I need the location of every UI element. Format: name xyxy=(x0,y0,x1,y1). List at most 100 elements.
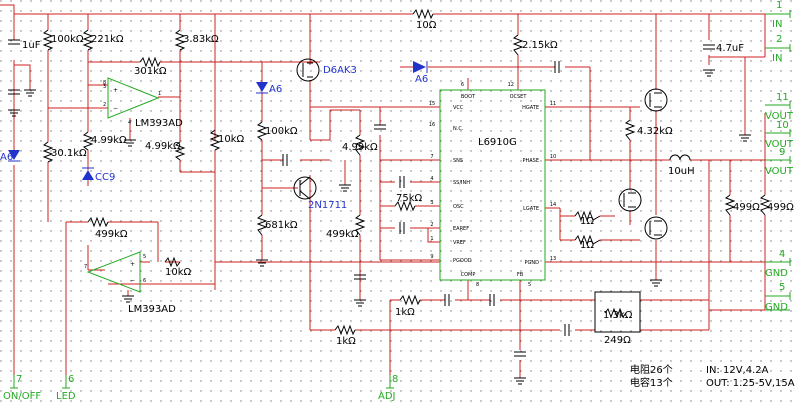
terminal-vout-9: 9 VOUT xyxy=(765,147,794,177)
ic-pin-name: COMP xyxy=(461,272,476,278)
ic-pin-num: 6 xyxy=(461,82,464,88)
ic-pin-name: OCSET xyxy=(510,94,528,100)
component-labels: 1uF 100kΩ 221kΩ 3.83kΩ 301kΩ 4.99kΩ 4.99… xyxy=(22,20,794,347)
diodes xyxy=(8,61,428,186)
ic-pin-num: 14 xyxy=(550,202,556,208)
label-r-75k: 75kΩ xyxy=(396,193,423,204)
ic-pin-num: 4 xyxy=(430,176,433,182)
comparator-1: LM393AD + − 8 3 2 1 4 xyxy=(103,77,183,129)
label-r-499k-a: 4.99kΩ xyxy=(91,135,127,146)
label-r-681k: 681kΩ xyxy=(265,220,298,231)
svg-text:VOUT: VOUT xyxy=(765,166,794,177)
capacitors xyxy=(8,39,715,357)
svg-text:11: 11 xyxy=(776,92,789,103)
label-r-499-b: 499Ω xyxy=(767,202,794,213)
part-labels: D6AK3 A6 A6 A6 CC9 2N1711 xyxy=(0,65,428,211)
ic-pin-name: LGATE xyxy=(523,206,539,212)
svg-text:5: 5 xyxy=(779,282,785,293)
ic-pin-name: PGND xyxy=(525,260,540,266)
terminal-gnd-4: 4 GND xyxy=(765,249,791,279)
label-r-499k-c: 4.99kΩ xyxy=(342,142,378,153)
svg-text:GND: GND xyxy=(765,268,788,279)
label-r-13k: 1.3kΩ xyxy=(603,310,633,321)
label-c-47: 4.7uF xyxy=(716,43,744,54)
svg-text:5: 5 xyxy=(143,254,146,260)
ic-pin-name: HGATE xyxy=(522,105,539,111)
terminal-in-2: 2 IN xyxy=(765,34,791,64)
svg-text:2: 2 xyxy=(776,34,782,45)
ic-pin-name: OSC xyxy=(453,204,464,210)
ic-pin-num: 3 xyxy=(430,200,433,206)
mosfet-low-1 xyxy=(618,188,642,212)
diode-a6-mid xyxy=(256,62,268,94)
label-r-499k-big: 499kΩ xyxy=(326,229,359,240)
terminal-led: 6 LED xyxy=(56,374,76,402)
label-r-221k: 221kΩ xyxy=(91,34,124,45)
ic-pin-group: 15VCC16N.C.7SNS4SS/INH3OSC2EAREF1VREF9PG… xyxy=(429,82,556,288)
svg-text:8: 8 xyxy=(103,80,106,86)
inductor xyxy=(669,154,691,161)
label-r-1k-b: 1kΩ xyxy=(336,336,356,347)
label-r-215k: 2.15kΩ xyxy=(522,40,558,51)
svg-text:VOUT: VOUT xyxy=(765,111,794,122)
label-r-499k-fb: 499kΩ xyxy=(95,229,128,240)
ic-pin-name: BOOT xyxy=(461,94,476,100)
ic-pin-num: 1 xyxy=(430,236,433,242)
mosfet-top xyxy=(296,58,320,82)
svg-text:LED: LED xyxy=(56,391,76,402)
terminal-in-1: 1 IN xyxy=(765,0,791,30)
ic-pin-num: 12 xyxy=(508,82,514,88)
svg-text:+: + xyxy=(113,87,118,94)
svg-text:1: 1 xyxy=(158,91,161,97)
diode-a6-left xyxy=(8,150,20,162)
diode-a6-boot xyxy=(413,61,428,73)
comparator-2-label: LM393AD xyxy=(128,304,176,315)
ic-pin-name: PHASE xyxy=(522,158,539,164)
svg-text:VOUT: VOUT xyxy=(765,139,794,150)
ic-pin-name: SS/INH xyxy=(453,180,470,186)
svg-text:4: 4 xyxy=(779,249,785,260)
ic-pin-name: VREF xyxy=(453,240,466,246)
ic-pin-name: EAREF xyxy=(453,226,469,232)
ic-pin-num: 2 xyxy=(430,222,433,228)
label-r-100k-a: 100kΩ xyxy=(51,34,84,45)
svg-text:2: 2 xyxy=(103,102,106,108)
label-r-301k-b: 30.1kΩ xyxy=(51,148,87,159)
label-mosfet-top: D6AK3 xyxy=(323,65,357,76)
notes: 电阻26个 电容13个 IN: 12V,4.2A OUT: 1.25-5V,15… xyxy=(630,363,795,389)
terminals: 1 IN 2 IN 11 VOUT 10 VOUT 9 VOUT xyxy=(3,0,794,402)
ic-pin-num: 10 xyxy=(550,154,556,160)
svg-text:ON/OFF: ON/OFF xyxy=(3,391,41,402)
label-diode-a6-3: A6 xyxy=(415,74,428,85)
ic-pin-num: 9 xyxy=(430,254,433,260)
label-r-249: 249Ω xyxy=(604,335,631,346)
note-resistor-count: 电阻26个 xyxy=(630,363,673,376)
mosfet-high xyxy=(644,88,668,112)
ic-l6910g: L6910G 15VCC16N.C.7SNS4SS/INH3OSC2EAREF1… xyxy=(429,82,556,288)
label-diode-cc9: CC9 xyxy=(95,172,115,183)
label-r-1k-a: 1kΩ xyxy=(395,307,415,318)
terminal-vout-11: 11 VOUT xyxy=(765,92,794,122)
svg-text:IN: IN xyxy=(772,19,782,30)
label-r-100k-b: 100kΩ xyxy=(265,126,298,137)
svg-text:6: 6 xyxy=(143,278,146,284)
resistors xyxy=(42,8,771,336)
note-capacitor-count: 电容13个 xyxy=(630,376,673,389)
label-r-499-a: 499Ω xyxy=(733,202,760,213)
note-input-spec: IN: 12V,4.2A xyxy=(706,365,769,376)
svg-text:3: 3 xyxy=(103,84,106,90)
label-l1: 10uH xyxy=(668,166,695,177)
label-r-1-b: 1Ω xyxy=(580,240,594,251)
mosfet-low-2 xyxy=(644,216,668,240)
ic-pin-num: 7 xyxy=(430,154,433,160)
label-diode-a6-1: A6 xyxy=(0,152,13,163)
ic-pin-name: FB xyxy=(517,272,524,278)
terminal-vout-10: 10 VOUT xyxy=(765,120,794,150)
ic-pin-name: PGOOD xyxy=(453,258,472,264)
label-r-301k: 301kΩ xyxy=(134,66,167,77)
ic-pin-num: 5 xyxy=(528,282,531,288)
ic-pin-num: 8 xyxy=(476,282,479,288)
wires xyxy=(0,4,766,378)
